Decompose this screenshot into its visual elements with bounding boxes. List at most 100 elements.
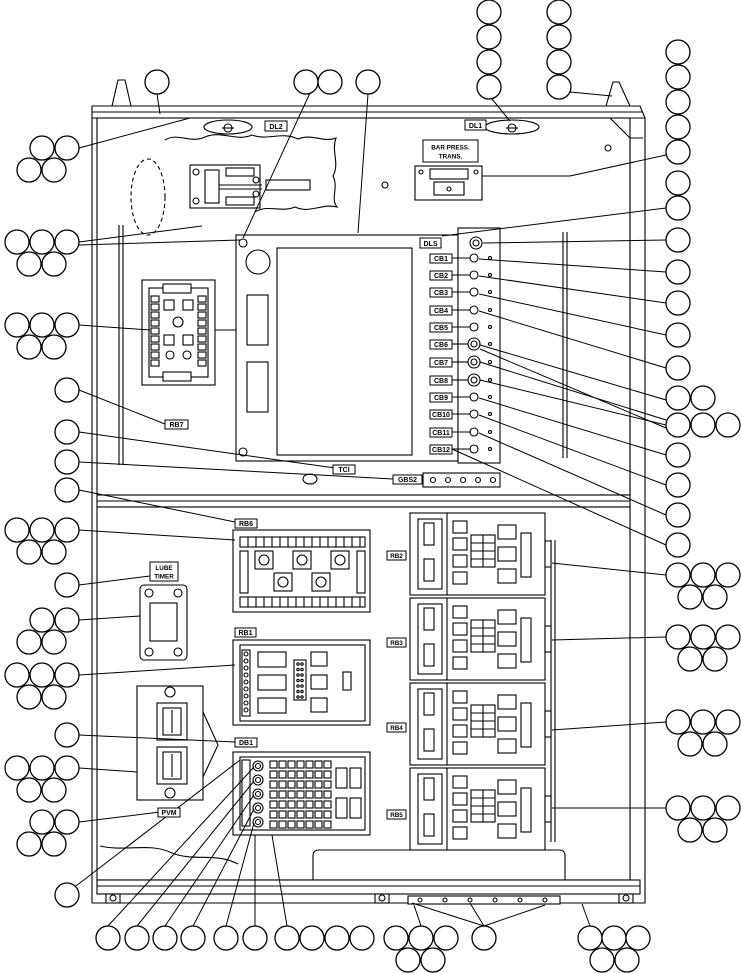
label-box [164,419,189,430]
bolt [418,169,424,175]
terminal-block [305,820,314,829]
callout-circle [54,517,80,543]
label-tci: TCI [332,464,356,475]
label-cb9: CB9 [429,392,453,403]
callout-circle [16,777,42,803]
callout-circle [383,925,409,951]
leader-line [271,834,288,927]
callout-circle [41,251,67,277]
leader-line [78,431,336,469]
terminal-block [287,790,296,799]
leader-line [411,902,485,927]
terminal-block [269,790,278,799]
connector-pin [300,689,304,694]
leader-line [569,154,667,177]
component [182,350,192,360]
callout-circle [476,49,502,75]
callout-circle [95,925,121,951]
callout-circle [471,925,497,951]
terminal-block [296,760,305,769]
terminal-block [305,780,314,789]
terminal-block [287,800,296,809]
terminal-block [305,800,314,809]
callout-circle [29,229,55,255]
connector [423,643,435,667]
relay [452,724,468,738]
callout-circle [16,539,42,565]
terminal-block [323,780,332,789]
callout-circle [665,412,691,438]
callout-circle [677,817,703,843]
bolt [192,197,200,205]
callout-circle [690,562,716,588]
bolt [252,176,260,184]
leader-line [78,489,236,523]
relay [452,639,468,653]
terminal-block [323,820,332,829]
label-box [464,119,487,131]
terminal-block [278,810,287,819]
terminal [197,303,207,311]
callout-circle [690,412,716,438]
callout-circle [54,229,80,255]
terminal-block [287,780,296,789]
connector [423,728,435,752]
terminal [243,693,249,699]
bolt [164,787,176,799]
label-text: DB1 [239,740,253,747]
leader-line [78,615,141,621]
leader-line [78,734,236,743]
callout-circle [702,646,728,672]
leader-line [78,225,203,243]
callout-circle [577,925,603,951]
leader-line [551,562,667,576]
connector [335,797,348,819]
relay-coil [277,576,289,588]
label-text: CB1 [434,256,448,263]
callout-circle [665,227,691,253]
tci-slot [246,294,269,346]
connector [335,767,348,789]
leader-line [469,902,485,927]
label-gbs2: GBS2 [392,474,423,485]
leader-line [482,239,667,244]
bottom-channel [407,895,561,905]
callout-circle [476,0,502,25]
breaker [469,444,479,454]
terminal-block [269,810,278,819]
terminal [243,700,249,706]
callout-circle [54,135,80,161]
terminal-strip [239,596,366,608]
callout-circle [546,74,572,100]
bolt [473,169,479,175]
terminal-column [520,787,532,833]
callout-circle [677,584,703,610]
leader-line [78,529,236,541]
callout-circle [715,795,741,821]
callout-circle [665,170,691,196]
label-cb8: CB8 [429,375,453,386]
callout-circle [665,562,691,588]
terminal-block [287,820,296,829]
terminal [197,311,207,319]
label-dls: DLS [419,237,442,249]
label-cb3: CB3 [429,287,453,298]
leader-line [479,361,667,421]
label-box [386,637,407,648]
connector [293,659,307,701]
callout-circle [677,731,703,757]
callout-circle [665,795,691,821]
rb7-connector [162,283,192,294]
terminal [150,343,160,351]
callout-circle [29,662,55,688]
terminal-column [241,759,251,827]
terminal-block [296,770,305,779]
callout-circle [546,0,572,25]
relay-coil [315,576,327,588]
callout-circle [665,322,691,348]
label-box [386,722,407,733]
callout-circle [715,562,741,588]
ground-stud [444,476,452,484]
terminal-block [323,810,332,819]
terminal [243,672,249,678]
